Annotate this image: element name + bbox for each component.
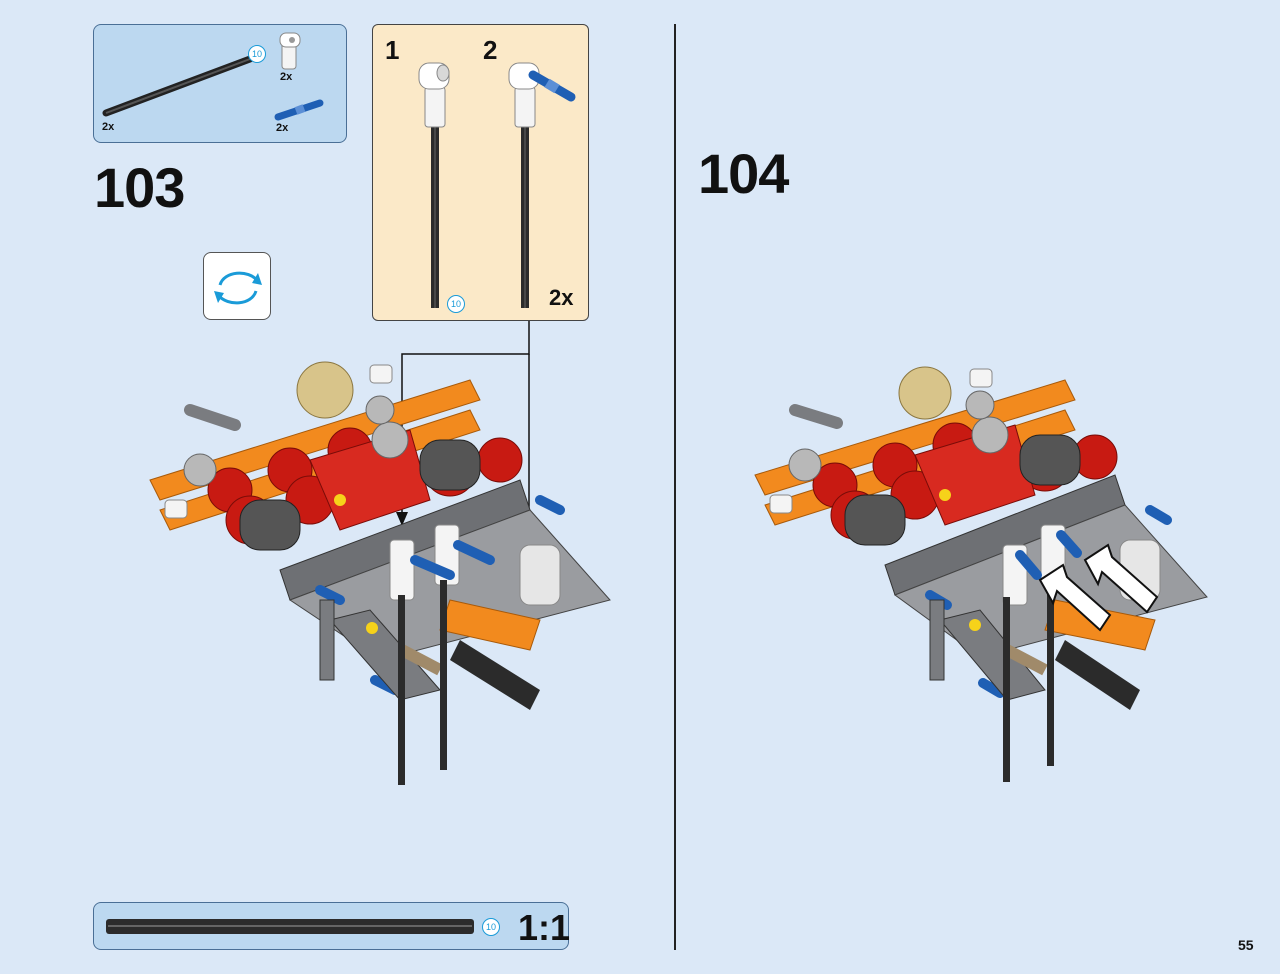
axle-length-badge: 10 xyxy=(248,45,266,63)
sub-step-2-number: 2 xyxy=(483,35,498,65)
scale-label: 1:1 xyxy=(518,907,571,948)
blue-pin-icon xyxy=(274,99,324,121)
sub-step-2-illustration xyxy=(508,62,576,308)
axle-part-icon xyxy=(102,55,254,117)
page-divider xyxy=(674,24,676,950)
subassembly-qty: 2x xyxy=(549,285,574,310)
parts-list-box: 10 2x 2x 2x xyxy=(93,24,347,143)
step-104-number: 104 xyxy=(698,142,789,205)
scale-axle-icon xyxy=(106,919,474,934)
step-104-model-illustration xyxy=(754,366,1208,782)
blue-pin-qty: 2x xyxy=(276,122,289,134)
sub-step-1-number: 1 xyxy=(385,35,400,65)
push-arrows xyxy=(1038,543,1159,632)
scale-length-badge: 10 xyxy=(482,918,500,936)
subassembly-box: 1 2 10 2x xyxy=(372,24,589,321)
sub-axle-length-badge: 10 xyxy=(447,295,465,313)
axle-qty: 2x xyxy=(102,121,115,133)
rotate-model-box xyxy=(203,252,271,320)
angle-connector-icon xyxy=(279,32,301,70)
sub-step-1-illustration xyxy=(418,62,450,308)
page-number: 55 xyxy=(1238,937,1254,953)
step-103-model-illustration xyxy=(149,361,611,785)
step-103-number: 103 xyxy=(94,156,185,219)
angle-connector-qty: 2x xyxy=(280,71,293,83)
rotate-model-icon xyxy=(214,271,262,305)
scale-box: 10 1:1 xyxy=(93,902,571,950)
